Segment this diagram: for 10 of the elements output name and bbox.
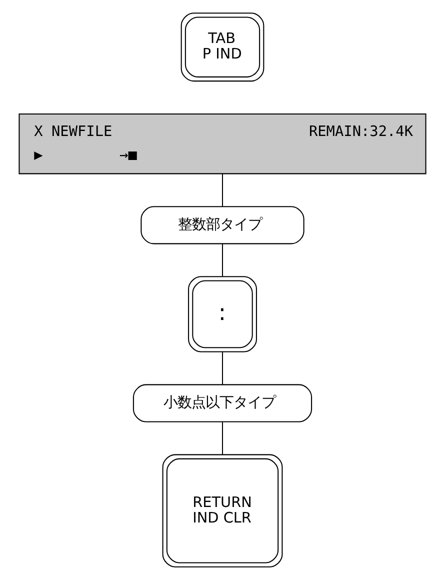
node-box: RETURN IND CLR [162,454,283,567]
node-box: 小数点以下タイプ [132,384,312,422]
connector [222,243,224,276]
node-box: X NEWFILE REMAIN:32.4K ▶ →■ [18,112,426,174]
connector [222,173,224,206]
node-box: TAB P IND [180,12,264,82]
connector [222,422,224,454]
node-box: : [188,276,257,352]
connector [222,352,224,384]
node-box: 整数部タイプ [140,206,304,244]
